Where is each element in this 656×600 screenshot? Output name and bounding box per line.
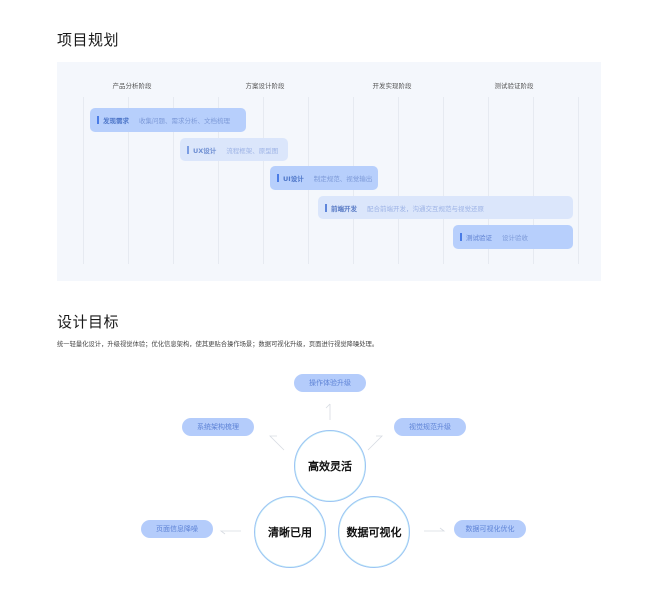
goal-circle-left: 清晰已用: [254, 496, 326, 568]
grid-line: [218, 97, 219, 264]
task-bar[interactable]: 前端开发 配合前端开发，沟通交互规范与视觉还原: [318, 196, 573, 219]
grid-line: [263, 97, 264, 264]
phase-label: 产品分析阶段: [112, 82, 152, 90]
grid-line: [533, 97, 534, 264]
design-goals-description: 统一轻量化设计，升级视觉体验；优化信息架构，使其更贴合操作场景；数据可视化升级，…: [57, 341, 379, 348]
arrow-lower-right: [424, 527, 446, 532]
task-bar[interactable]: 测试验证 设计验收: [453, 225, 573, 249]
goal-circle-right: 数据可视化: [338, 496, 410, 568]
task-marker: [187, 145, 189, 154]
grid-line: [398, 97, 399, 264]
phase-label: 方案设计阶段: [245, 82, 285, 90]
task-name: 发现需求: [103, 117, 129, 125]
task-bar[interactable]: UI设计 制定规范、视觉输出: [270, 166, 378, 190]
task-name: UX设计: [193, 146, 217, 155]
goal-pill-lower-right: 数据可视化优化: [454, 520, 526, 538]
task-desc: 设计验收: [502, 234, 528, 242]
task-marker: [277, 174, 279, 182]
phase-label: 测试验证阶段: [494, 82, 534, 90]
goal-pill-lower-left: 页面信息降噪: [141, 520, 213, 538]
task-marker: [97, 116, 99, 124]
task-desc: 收集问题、需求分析、文档梳理: [139, 117, 230, 125]
grid-line: [443, 97, 444, 264]
arrow-upper-right: [367, 435, 383, 451]
grid-line: [83, 97, 84, 264]
task-name: 测试验证: [466, 234, 492, 242]
task-marker: [460, 233, 462, 241]
grid-line: [128, 97, 129, 264]
project-plan-title: 项目规划: [57, 31, 120, 49]
task-marker: [325, 203, 327, 212]
goal-circle-top: 高效灵活: [294, 430, 366, 502]
phase-label: 开发实现阶段: [372, 82, 412, 90]
goal-pill-upper-right: 视觉规范升级: [394, 418, 466, 436]
design-goals-title: 设计目标: [57, 313, 120, 331]
task-bar[interactable]: UX设计 流程框架、原型图: [180, 138, 288, 161]
grid-line: [488, 97, 489, 264]
goal-pill-top: 操作体验升级: [294, 374, 366, 392]
goal-pill-upper-left: 系统架构梳理: [182, 418, 254, 436]
task-desc: 制定规范、视觉输出: [313, 175, 373, 183]
arrow-lower-left: [219, 530, 241, 535]
task-name: UI设计: [283, 175, 304, 183]
grid-line: [578, 97, 579, 264]
task-name: 前端开发: [331, 204, 357, 213]
grid-line: [173, 97, 174, 264]
arrow-upper-left: [269, 435, 285, 451]
task-desc: 配合前端开发，沟通交互规范与视觉还原: [367, 204, 484, 213]
task-bar[interactable]: 发现需求 收集问题、需求分析、文档梳理: [90, 108, 246, 132]
arrow-top: [325, 403, 331, 420]
task-desc: 流程框架、原型图: [226, 146, 279, 155]
